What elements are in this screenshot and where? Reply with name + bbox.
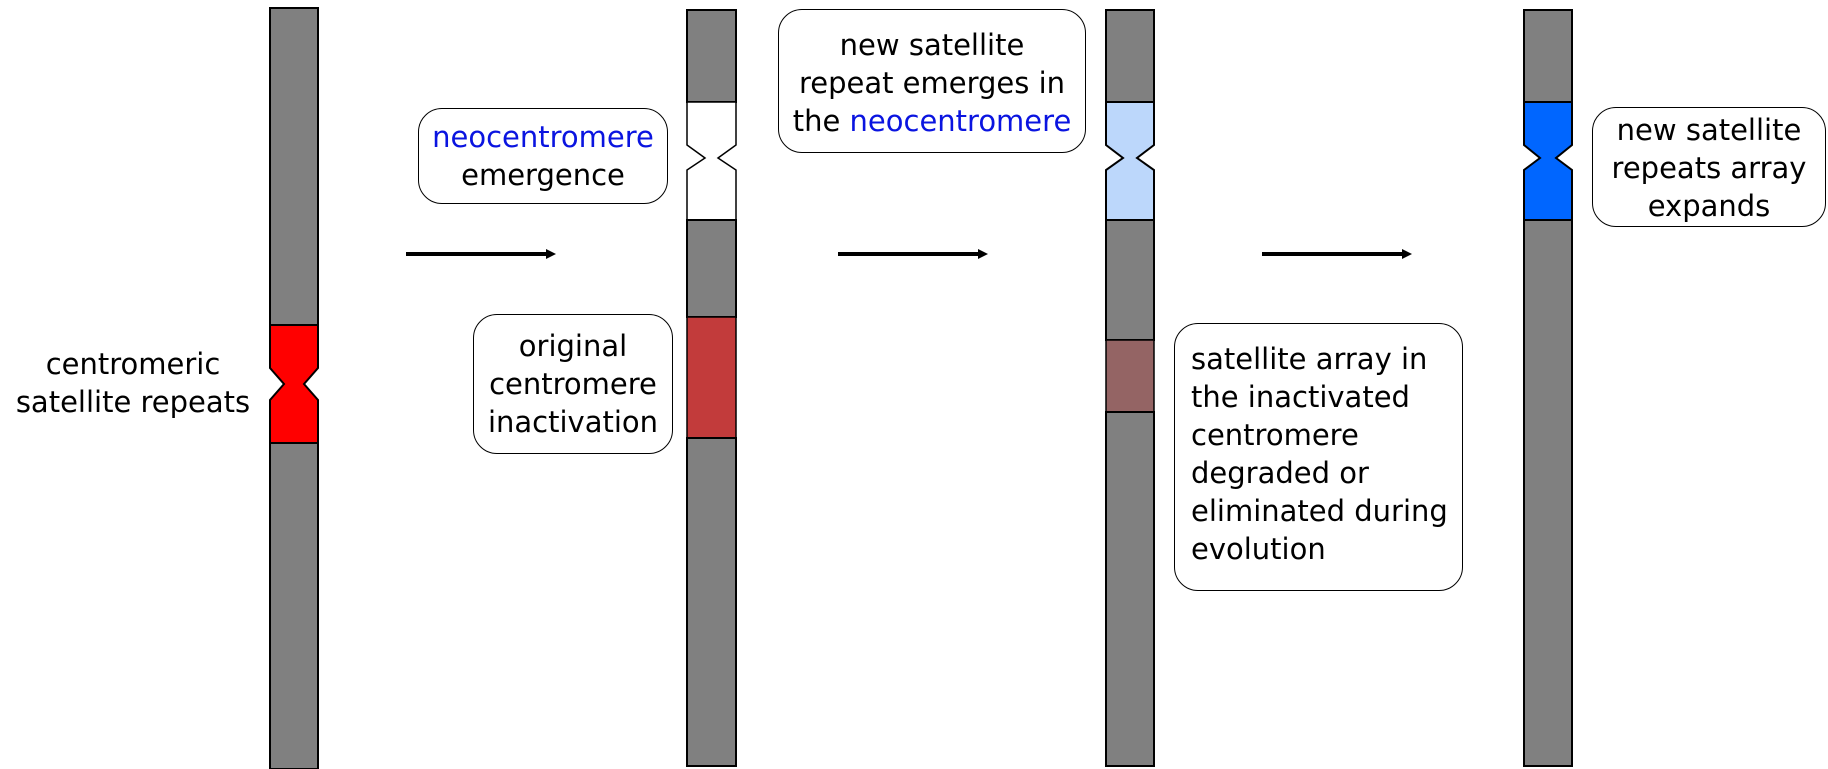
original-inactivation-line-2: centromere [489,367,657,401]
new-repeat-emerges-line-3-plain: the [792,104,850,138]
chromosome-2-middle-arm [686,219,737,318]
neocentromere-emergence-box: neocentromere emergence [418,108,668,204]
centromeric-satellite-line-1: centromeric [45,347,221,381]
array-degraded-line-3: centromere [1191,418,1359,452]
chromosome-2 [686,9,737,767]
chromosome-3-middle-arm [1105,219,1155,341]
chromosome-1-lower-arm [269,442,319,769]
chromosome-1 [269,7,319,769]
new-repeat-emerges-line-1: new satellite [839,28,1025,62]
chromosome-4-lower-arm [1523,219,1573,767]
array-expands-line-1: new satellite [1616,113,1802,147]
new-repeat-emerges-line-2: repeat emerges in [798,66,1066,100]
array-expands-line-3: expands [1647,189,1771,223]
chromosome-4-expanded-satellite [1523,101,1573,221]
chromosome-4-upper-arm [1523,9,1573,103]
chromosome-2-upper-arm [686,9,737,103]
centromeric-satellite-label: centromeric satellite repeats [4,345,262,421]
centromeric-satellite-line-2: satellite repeats [15,385,251,419]
chromosome-3 [1105,9,1155,767]
chromosome-3-lower-arm [1105,411,1155,767]
array-degraded-line-4: degraded or [1191,456,1369,490]
chromosome-2-inactivated-centromere [686,316,737,439]
array-degraded-box: satellite array in the inactivated centr… [1174,323,1463,591]
array-degraded-line-2: the inactivated [1191,380,1410,414]
original-inactivation-box: original centromere inactivation [473,314,673,454]
chromosome-2-neocentromere [686,101,737,221]
new-repeat-emerges-line-3: the neocentromere [779,102,1085,140]
array-degraded-line-5: eliminated during [1191,494,1448,528]
array-expands-line-2: repeats array [1611,151,1807,185]
chromosome-3-degraded-centromere [1105,339,1155,413]
new-repeat-emerges-line-3-highlight: neocentromere [849,104,1072,138]
original-inactivation-line-3: inactivation [487,405,659,439]
neocentromere-emergence-highlight: neocentromere [432,120,654,154]
array-degraded-line-1: satellite array in [1191,342,1428,376]
array-degraded-line-6: evolution [1191,532,1326,566]
neocentromere-emergence-rest: emergence [461,158,625,192]
new-repeat-emerges-box: new satellite repeat emerges in the neoc… [778,9,1086,153]
chromosome-2-lower-arm [686,437,737,767]
original-inactivation-line-1: original [518,329,628,363]
chromosome-4 [1523,9,1573,767]
chromosome-1-upper-arm [269,7,319,326]
chromosome-1-centromere [269,324,319,444]
array-expands-box: new satellite repeats array expands [1592,107,1826,227]
chromosome-3-new-satellite [1105,101,1155,221]
chromosome-3-upper-arm [1105,9,1155,103]
